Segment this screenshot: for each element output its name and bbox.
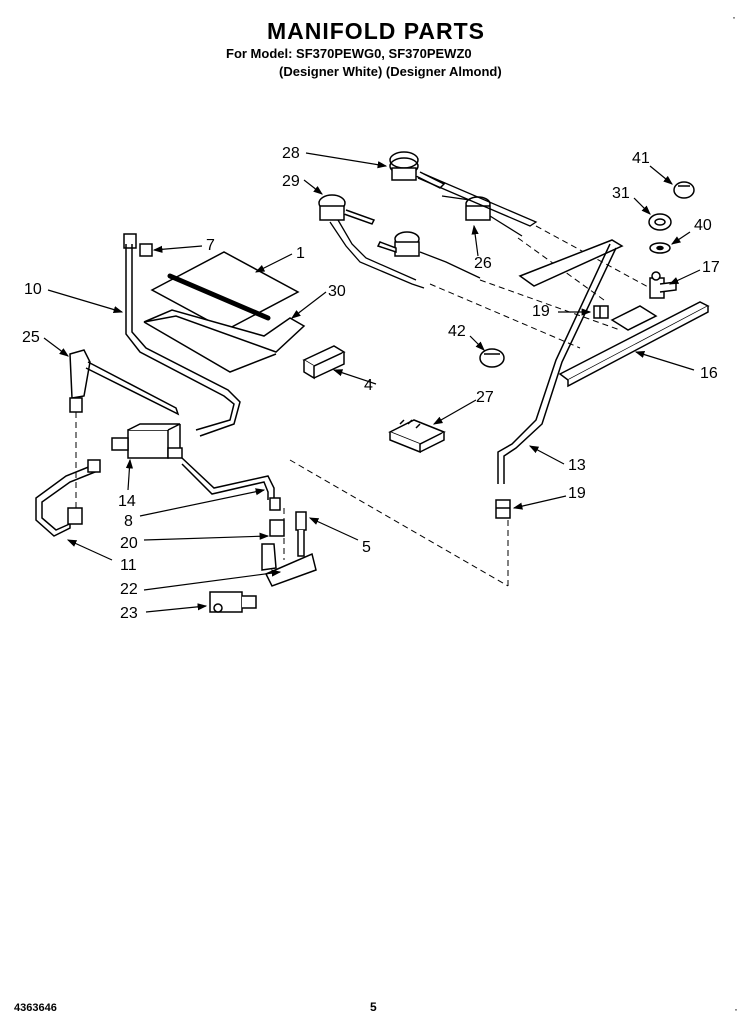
- callout-30: 30: [328, 283, 346, 300]
- callout-40: 40: [694, 217, 712, 234]
- callout-19-upper: 19: [532, 303, 550, 320]
- callout-27: 27: [476, 389, 494, 406]
- burner-28: [389, 151, 446, 189]
- orifice-19-upper: [593, 305, 609, 319]
- callout-4: 4: [364, 377, 373, 394]
- callout-26: 26: [474, 255, 492, 272]
- knob-31: [648, 213, 672, 231]
- fitting-7: [123, 233, 153, 257]
- burner-tubes: [329, 173, 538, 289]
- manifold-bracket-16: [558, 301, 710, 388]
- regulator-assembly: [209, 511, 317, 613]
- callout-28: 28: [282, 145, 300, 162]
- callout-13: 13: [568, 457, 586, 474]
- burner-29: [318, 194, 376, 225]
- gas-pipe-8: [181, 457, 281, 511]
- thermostat-14: [111, 423, 183, 459]
- washer-40: [649, 242, 671, 254]
- knob-42: [479, 348, 505, 368]
- callout-16: 16: [700, 365, 718, 382]
- corner-mark: ·: [734, 1002, 738, 1016]
- orifice-19-lower: [495, 499, 511, 519]
- document-number: 4363646: [14, 1002, 57, 1014]
- callout-41: 41: [632, 150, 650, 167]
- callout-14: 14: [118, 493, 136, 510]
- callout-7: 7: [206, 237, 215, 254]
- page-number: 5: [370, 1000, 377, 1014]
- callout-8: 8: [124, 513, 133, 530]
- valve-17: [649, 271, 677, 299]
- callout-25: 25: [22, 329, 40, 346]
- callout-17: 17: [702, 259, 720, 276]
- callout-1: 1: [296, 245, 305, 262]
- corner-mark: ·: [732, 10, 736, 24]
- callout-22: 22: [120, 581, 138, 598]
- knob-41: [673, 181, 695, 199]
- callout-11: 11: [120, 557, 137, 574]
- pipe-11: [35, 459, 101, 537]
- burner-baffle-30: [143, 309, 306, 373]
- leader-lines: [43, 152, 701, 613]
- gas-pipe-10: [125, 244, 241, 437]
- igniter-27: [388, 419, 446, 454]
- oven-tube-25: [69, 349, 180, 416]
- callout-5: 5: [362, 539, 371, 556]
- callout-29: 29: [282, 173, 300, 190]
- manifold-pipe-13: [497, 239, 624, 484]
- bracket-4: [302, 345, 346, 380]
- oven-burner-1: [150, 251, 300, 331]
- model-numbers: For Model: SF370PEWG0, SF370PEWZ0: [226, 46, 472, 61]
- callout-23: 23: [120, 605, 138, 622]
- page-title: MANIFOLD PARTS: [266, 18, 485, 44]
- callout-31: 31: [612, 185, 630, 202]
- burner-26b: [376, 231, 420, 257]
- callout-10: 10: [24, 281, 42, 298]
- callout-42: 42: [448, 323, 466, 340]
- callout-20: 20: [120, 535, 138, 552]
- callout-19-lower: 19: [568, 485, 586, 502]
- model-variants: (Designer White) (Designer Almond): [279, 64, 502, 79]
